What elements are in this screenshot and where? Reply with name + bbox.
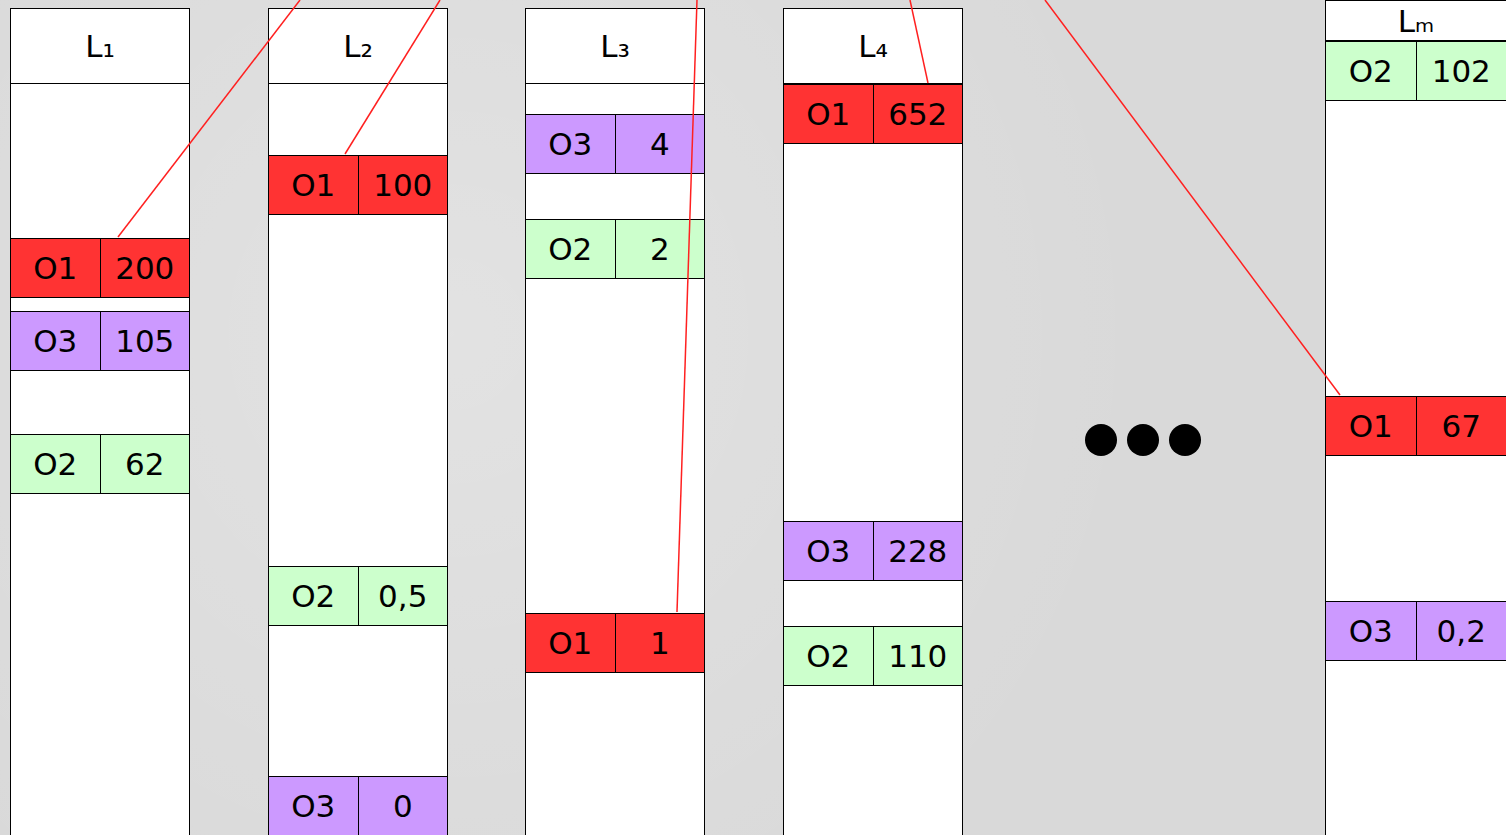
list-name: L₄ [858, 28, 888, 64]
ellipsis-dot [1169, 424, 1201, 456]
object-id: O1 [11, 239, 101, 297]
score-value: 652 [874, 85, 963, 143]
object-id: O1 [526, 614, 616, 672]
ellipsis-dot [1085, 424, 1117, 456]
score-value: 0,5 [359, 567, 448, 625]
score-value: 102 [1417, 42, 1506, 100]
score-entry: O2110 [783, 626, 963, 686]
object-id: O2 [11, 435, 101, 493]
score-entry: O1200 [10, 238, 190, 298]
list-name: L₃ [600, 28, 630, 64]
score-value: 200 [101, 239, 190, 297]
list-header: L₁ [11, 9, 189, 84]
list-header: L₂ [269, 9, 447, 84]
score-value: 1 [616, 614, 705, 672]
score-entry: O2102 [1325, 41, 1506, 101]
score-entry: O3228 [783, 521, 963, 581]
score-value: 228 [874, 522, 963, 580]
object-id: O3 [269, 777, 359, 835]
object-id: O1 [1326, 397, 1417, 455]
object-id: O1 [784, 85, 874, 143]
list-column: L₂ O1100O20,5O30 [268, 8, 448, 835]
score-value: 67 [1417, 397, 1506, 455]
score-value: 0,2 [1417, 602, 1506, 660]
score-entry: O1652 [783, 84, 963, 144]
object-id: O3 [1326, 602, 1417, 660]
leader-line [118, 0, 300, 237]
list-column: L₃O34O22O11 [525, 8, 705, 835]
leader-line [910, 0, 928, 83]
score-entry: O167 [1325, 396, 1506, 456]
object-id: O3 [784, 522, 874, 580]
list-header: L₄ [784, 9, 962, 84]
score-entry: O262 [10, 434, 190, 494]
list-name: L₂ [343, 28, 373, 64]
leader-line [677, 0, 697, 612]
ellipsis-dot [1127, 424, 1159, 456]
score-entry: O30 [268, 776, 448, 835]
score-value: 2 [616, 220, 705, 278]
list-name: Lₘ [1398, 3, 1435, 39]
list-name: L₁ [85, 28, 115, 64]
score-entry: O11 [525, 613, 705, 673]
object-id: O1 [269, 156, 359, 214]
score-value: 62 [101, 435, 190, 493]
score-entry: O20,5 [268, 566, 448, 626]
score-entry: O1100 [268, 155, 448, 215]
score-value: 100 [359, 156, 448, 214]
score-entry: O3105 [10, 311, 190, 371]
score-value: 105 [101, 312, 190, 370]
list-header: Lₘ [1326, 1, 1506, 41]
score-value: 0 [359, 777, 448, 835]
score-entry: O22 [525, 219, 705, 279]
score-value: 4 [616, 115, 705, 173]
object-id: O2 [1326, 42, 1417, 100]
object-id: O3 [526, 115, 616, 173]
score-entry: O34 [525, 114, 705, 174]
score-value: 110 [874, 627, 963, 685]
leader-line [345, 0, 440, 154]
list-header: L₃ [526, 9, 704, 84]
list-column: LₘO2102O167O30,2 [1325, 0, 1506, 835]
score-entry: O30,2 [1325, 601, 1506, 661]
list-column: L₁O1200O3105O262 [10, 8, 190, 835]
object-id: O2 [526, 220, 616, 278]
object-id: O2 [784, 627, 874, 685]
object-id: O3 [11, 312, 101, 370]
leader-line [1045, 0, 1340, 395]
list-column: L₄O1652O3228O2110 [783, 8, 963, 835]
object-id: O2 [269, 567, 359, 625]
